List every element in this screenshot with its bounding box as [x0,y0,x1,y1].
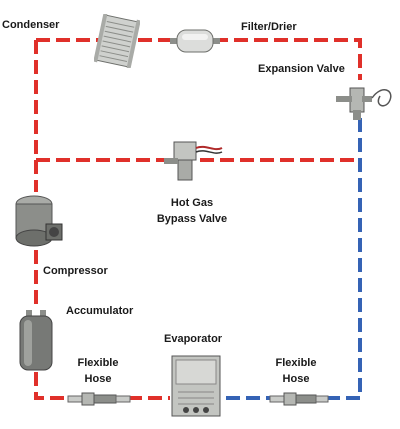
evaporator-label: Evaporator [164,333,223,345]
expansion-valve-label: Expansion Valve [258,63,345,75]
compressor-label: Compressor [43,265,108,277]
accumulator-canister-icon [16,308,56,374]
compressor-icon [10,190,66,252]
flexible-hose-left-label-line2: Hose [84,373,112,385]
expansion-valve-icon [330,80,396,122]
hose-fitting-icon [268,390,330,408]
flexible-hose-right-label-line1: Flexible [275,357,317,369]
condenser-label: Condenser [2,19,60,31]
accumulator-outlet-line [34,372,70,400]
bypass-valve-icon [160,136,226,184]
hot-gas-label-line1: Hot Gas [170,197,214,209]
hot-gas-label-line2: Bypass Valve [156,213,228,225]
condenser-coil-icon [94,14,140,68]
high-pressure-line-top-right [214,38,362,80]
flexible-hose-right-label-line2: Hose [282,373,310,385]
low-pressure-line-right [326,118,362,400]
filter-drier-label: Filter/Drier [241,21,297,33]
hose-fitting-icon [66,390,132,408]
filter-drier-canister-icon [168,26,222,56]
flexible-hose-left-label-line1: Flexible [77,357,119,369]
evaporator-core-icon [166,352,230,422]
accumulator-label: Accumulator [66,305,134,317]
